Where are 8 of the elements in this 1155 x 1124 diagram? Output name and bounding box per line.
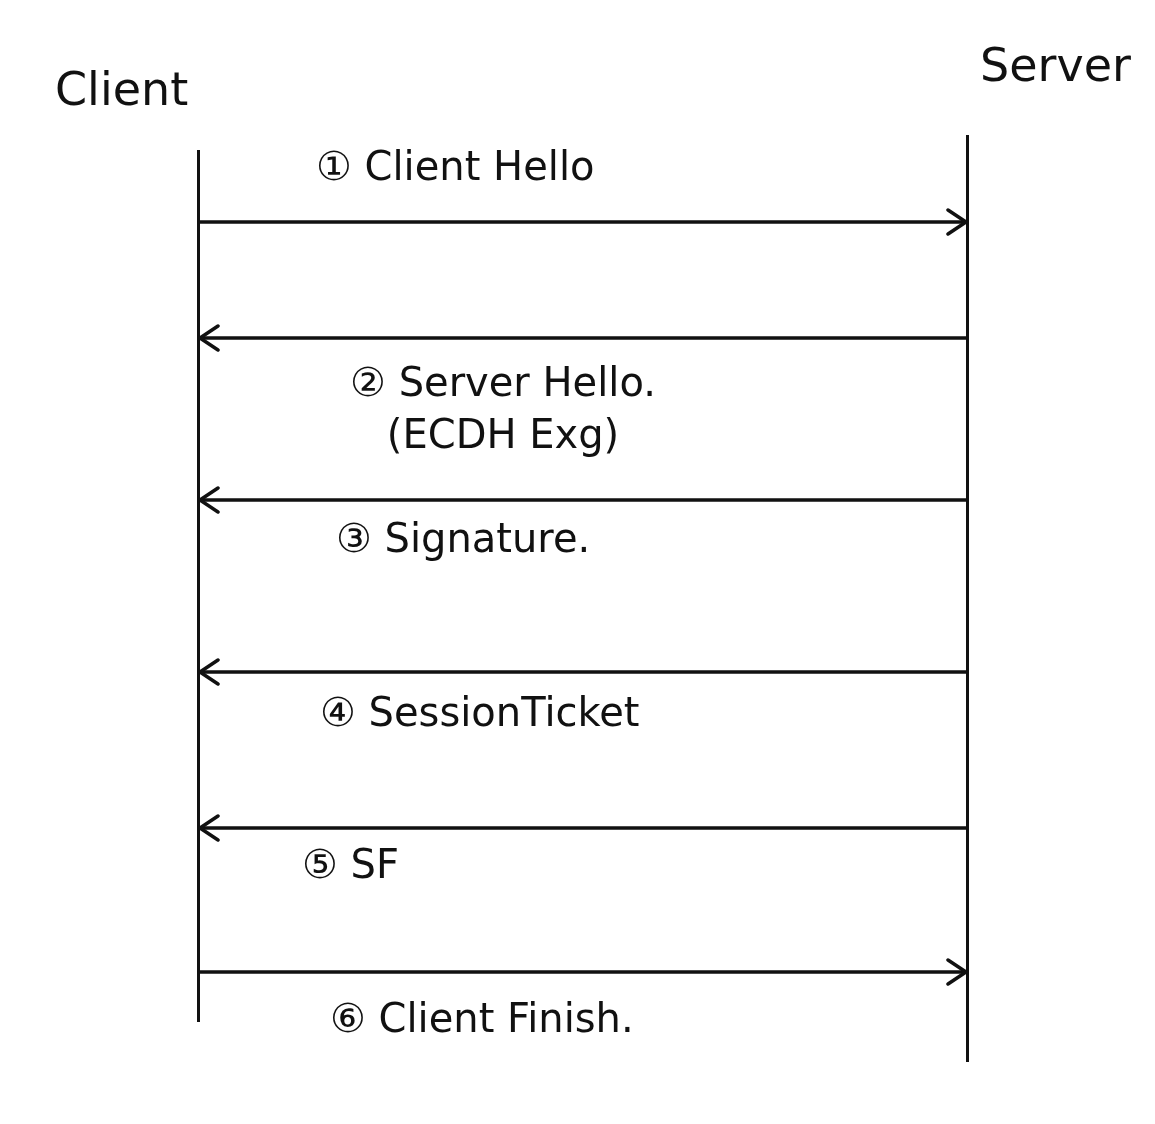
message-arrow [198, 208, 968, 236]
message-arrow [198, 958, 968, 986]
participant-label: Client [55, 62, 189, 118]
message-arrow [198, 486, 968, 514]
message-arrow [198, 814, 968, 842]
message-arrow [198, 324, 968, 352]
message-arrow [198, 658, 968, 686]
participant-label: Server [980, 38, 1131, 94]
